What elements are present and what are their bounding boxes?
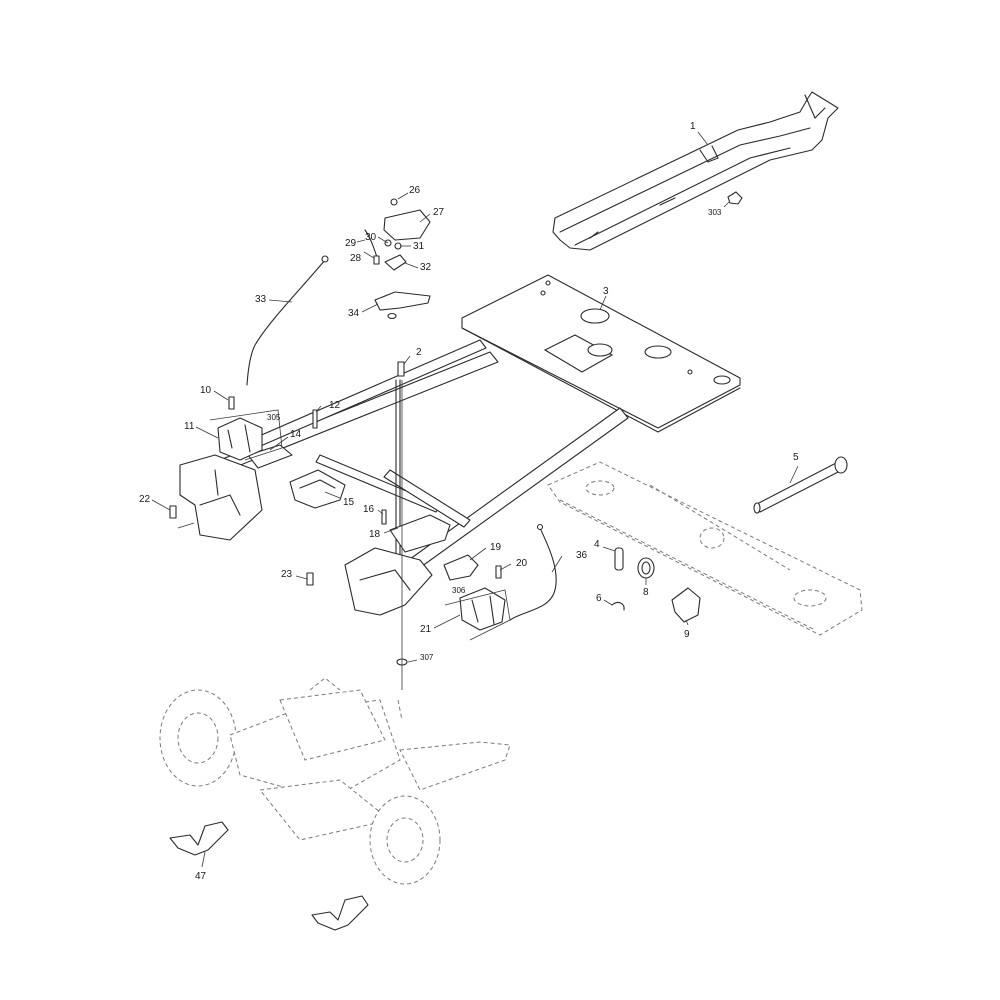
callout-29: 29 [345,238,357,249]
part-22-bolt [169,505,177,519]
callout-32: 32 [420,262,432,273]
part-306-frame [444,589,511,641]
callout-12: 12 [329,400,341,411]
part-47-strap [169,821,229,856]
part-26-screw [390,198,398,206]
part-11-latch [217,417,263,461]
part-3-plate [461,274,741,433]
part-4-pin [614,547,624,571]
part-47-strap-lower [311,895,369,931]
callout-2: 2 [416,347,422,358]
part-21-latch [459,587,506,631]
part-8-washer [637,557,655,579]
leader-lines [151,131,799,868]
lever-washer [387,312,397,320]
callout-31: 31 [413,241,425,252]
callout-9: 9 [684,629,690,640]
callout-10: 10 [200,385,212,396]
part-20-bolt [495,565,502,579]
callout-6: 6 [596,593,602,604]
callout-305: 305 [267,413,281,422]
part-36-cable [509,523,557,621]
part-33-cable [246,255,329,386]
part-2-bolt [397,361,405,377]
callout-34: 34 [348,308,360,319]
callout-28: 28 [350,253,362,264]
callout-26: 26 [409,185,421,196]
part-27-cover [383,209,431,241]
callout-4: 4 [594,539,600,550]
ghost-chassis-rail [547,461,863,636]
callout-labels: 1 303 3 2 5 4 8 6 9 10 305 11 12 14 15 1… [139,121,799,882]
part-6-clip [611,601,625,611]
part-34-lever [374,291,431,311]
ghost-transaxle [159,677,511,885]
callout-11: 11 [184,421,195,432]
callout-307: 307 [420,653,434,662]
callout-23: 23 [281,569,293,580]
callout-16: 16 [363,504,375,515]
callout-27: 27 [433,207,445,218]
callout-3: 3 [603,286,609,297]
part-12-bolt [312,409,318,429]
part-19-bracket [443,554,479,581]
part-28-bolt [373,255,380,265]
part-9-clamp [671,587,701,623]
callout-14: 14 [290,429,302,440]
part-305-frame [209,409,283,461]
callout-5: 5 [793,452,799,463]
part-5-pin [753,456,848,514]
part-32-link [384,254,407,271]
callout-19: 19 [490,542,502,553]
callout-15: 15 [343,497,355,508]
callout-22: 22 [139,494,151,505]
callout-36: 36 [576,550,588,561]
part-10-bolt [228,396,235,410]
left-frame-bracket [179,444,293,541]
part-15-bracket [289,469,346,509]
callout-1: 1 [690,121,696,132]
part-303-clip [727,191,743,205]
callout-18: 18 [369,529,381,540]
callout-20: 20 [516,558,528,569]
part-23-bolt [306,572,314,586]
center-frame-bracket [344,514,451,616]
callout-303: 303 [708,208,722,217]
callout-8: 8 [643,587,649,598]
callout-30: 30 [365,232,377,243]
part-16-bolt [381,509,387,525]
callout-47: 47 [195,871,207,882]
callout-306: 306 [452,586,466,595]
callout-21: 21 [420,624,432,635]
part-1-cover [552,91,839,251]
callout-33: 33 [255,294,267,305]
